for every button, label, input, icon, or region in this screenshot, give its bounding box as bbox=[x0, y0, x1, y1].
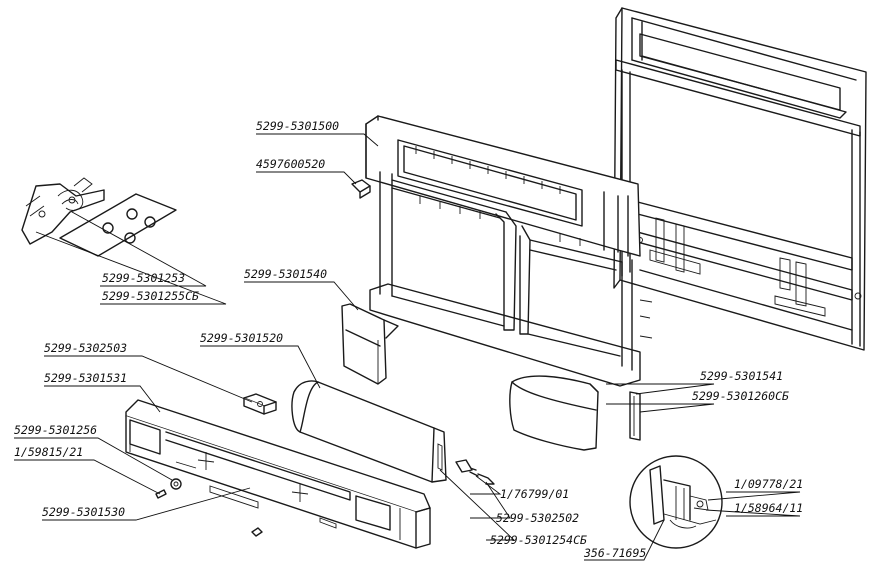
label-seal: 5299-5301260СБ bbox=[692, 389, 789, 403]
label-hinge-assy: 5299-5301255СБ bbox=[102, 289, 199, 303]
hinge-assembly bbox=[21, 177, 177, 257]
right-cover-part bbox=[509, 375, 599, 451]
label-rivet: 356-71695 bbox=[583, 546, 646, 560]
label-bracket-assy: 5299-5301254СБ bbox=[490, 533, 587, 547]
cover-part-long bbox=[291, 380, 447, 483]
screw-part bbox=[351, 179, 371, 199]
label-clip-screw: 1/76799/01 bbox=[500, 487, 569, 501]
lower-trim-panel bbox=[125, 399, 431, 549]
clip-part bbox=[455, 459, 495, 485]
inner-door-panel bbox=[365, 115, 653, 387]
label-door: 5299-5301500 bbox=[256, 119, 339, 133]
label-screw-top: 4597600520 bbox=[256, 157, 325, 171]
label-nut-a: 1/09778/21 bbox=[734, 477, 803, 491]
label-right-cover: 5299-5301541 bbox=[700, 369, 783, 383]
cover-part-small bbox=[341, 303, 399, 385]
label-clip: 5299-5302502 bbox=[496, 511, 579, 525]
label-hinge: 5299-5301253 bbox=[102, 271, 185, 285]
label-bolt: 1/59815/21 bbox=[14, 445, 83, 459]
label-cover-a: 5299-5301540 bbox=[244, 267, 327, 281]
zoom-detail bbox=[629, 455, 723, 549]
label-panel: 5299-5301531 bbox=[44, 371, 127, 385]
part-labels: 5299-5301500 4597600520 5299-5301253 529… bbox=[14, 119, 803, 560]
seal-detail bbox=[629, 391, 641, 441]
door-frame bbox=[613, 7, 867, 351]
label-washer: 5299-5301256 bbox=[14, 423, 97, 437]
label-block: 5299-5302503 bbox=[44, 341, 127, 355]
label-nut-b: 1/58964/11 bbox=[734, 501, 803, 515]
small-block bbox=[243, 393, 277, 415]
leader-lines bbox=[14, 133, 801, 561]
label-strip: 5299-5301530 bbox=[42, 505, 125, 519]
fasteners bbox=[155, 467, 479, 537]
label-cover-b: 5299-5301520 bbox=[200, 331, 283, 345]
